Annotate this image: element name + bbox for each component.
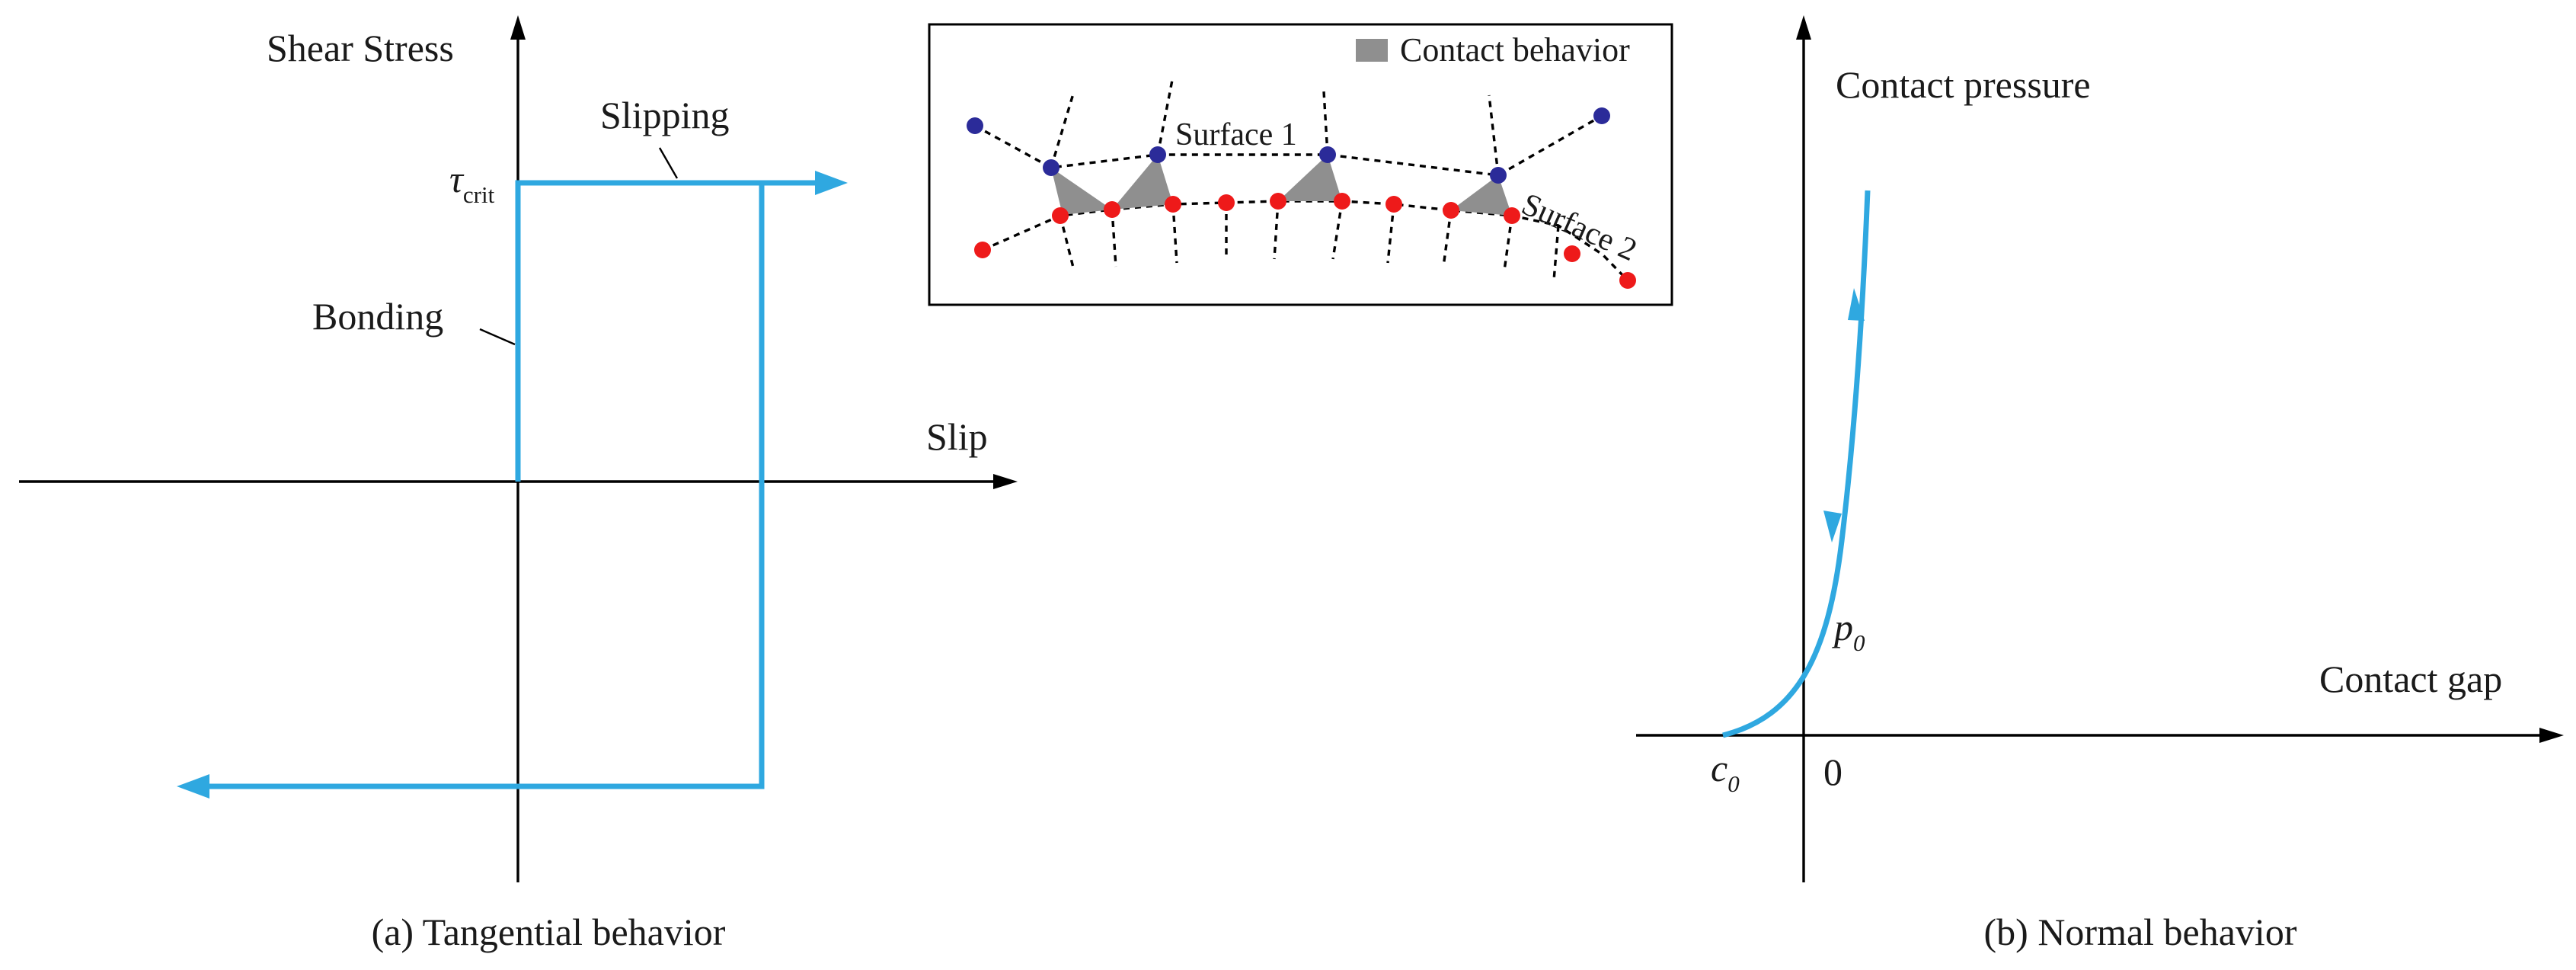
surface1-node bbox=[1149, 146, 1166, 163]
normal-x-axis-label: Contact gap bbox=[2319, 658, 2502, 700]
tau-crit-label: τcrit bbox=[449, 158, 495, 208]
surface2-node bbox=[1619, 272, 1636, 289]
pressure-overclosure-curve bbox=[1722, 190, 1871, 738]
mesh-line bbox=[1552, 225, 1560, 281]
mesh-line bbox=[1156, 75, 1175, 155]
tau-subscript: crit bbox=[463, 181, 495, 208]
tangential-caption: (a) Tangential behavior bbox=[372, 911, 726, 953]
surface2-node bbox=[1218, 194, 1235, 211]
surface2-node bbox=[1165, 196, 1181, 213]
contact-element bbox=[1051, 168, 1112, 215]
surface2-node bbox=[1270, 193, 1286, 210]
normal-x-arrowhead bbox=[2539, 728, 2564, 743]
mesh-line bbox=[1273, 200, 1280, 260]
surface2-node bbox=[1052, 207, 1069, 224]
legend-label-contact: Contact behavior bbox=[1400, 31, 1630, 69]
curve-up-arrowhead bbox=[1848, 288, 1865, 321]
c-subscript: 0 bbox=[1727, 770, 1740, 797]
mesh-line bbox=[1171, 203, 1178, 264]
p0-label: p0 bbox=[1832, 606, 1865, 656]
mesh-line bbox=[1059, 215, 1075, 271]
curve-down-arrowhead bbox=[1823, 511, 1842, 543]
bonding-leader bbox=[479, 328, 516, 346]
surface1-line bbox=[974, 114, 1603, 177]
c-symbol: c bbox=[1711, 747, 1727, 789]
surface1-node bbox=[1043, 159, 1059, 176]
normal-y-arrowhead bbox=[1796, 15, 1811, 40]
tau-symbol: τ bbox=[449, 158, 465, 200]
legend-swatch-contact bbox=[1356, 39, 1388, 62]
surface1-node bbox=[1593, 107, 1610, 124]
mesh-line bbox=[1386, 203, 1395, 264]
surface1-label: Surface 1 bbox=[1175, 117, 1297, 152]
surface2-node bbox=[1385, 196, 1402, 213]
normal-caption: (b) Normal behavior bbox=[1984, 911, 2297, 953]
mesh-line bbox=[1331, 200, 1344, 260]
tangential-x-arrowhead bbox=[993, 474, 1018, 489]
c0-label: c0 bbox=[1711, 747, 1740, 797]
tangential-x-axis-label: Slip bbox=[926, 415, 988, 458]
normal-y-axis-label: Contact pressure bbox=[1836, 63, 2091, 106]
mesh-line bbox=[1442, 210, 1453, 267]
slipping-arrowhead bbox=[815, 171, 848, 195]
mesh-line bbox=[1050, 91, 1075, 168]
slipping-label: Slipping bbox=[600, 94, 729, 136]
surface2-node bbox=[1443, 202, 1459, 219]
contact-element bbox=[1112, 155, 1173, 210]
bonding-label: Bonding bbox=[312, 295, 443, 338]
surface2-node bbox=[1334, 193, 1350, 210]
tangential-y-arrowhead bbox=[510, 15, 526, 40]
surface1-node bbox=[1319, 146, 1336, 163]
surface2-node bbox=[1104, 201, 1120, 218]
origin-zero-label: 0 bbox=[1823, 751, 1843, 793]
contact-element bbox=[1278, 155, 1342, 201]
contact-inset: Contact behavior bbox=[928, 23, 1673, 306]
surface1-node bbox=[967, 117, 983, 134]
surface2-node bbox=[974, 242, 991, 258]
slipping-leader bbox=[658, 147, 679, 179]
tangential-y-axis-label: Shear Stress bbox=[267, 27, 454, 69]
mesh-line bbox=[1488, 94, 1500, 176]
mesh-line bbox=[1111, 209, 1117, 267]
mesh-line bbox=[1503, 215, 1513, 271]
surface2-node bbox=[1504, 207, 1520, 224]
panel-tangential: Shear Stress Slip τcrit Slipping Bonding… bbox=[19, 15, 1018, 953]
reverse-slip-arrowhead bbox=[177, 774, 209, 799]
surface1-node bbox=[1490, 167, 1507, 184]
contact-element bbox=[1451, 175, 1512, 216]
friction-loop-curve bbox=[206, 180, 765, 789]
p-symbol: p bbox=[1832, 606, 1853, 648]
p-subscript: 0 bbox=[1853, 629, 1865, 656]
surface2-node bbox=[1564, 245, 1580, 262]
panel-normal: Contact pressure Contact gap p0 c0 0 (b)… bbox=[1636, 15, 2564, 953]
